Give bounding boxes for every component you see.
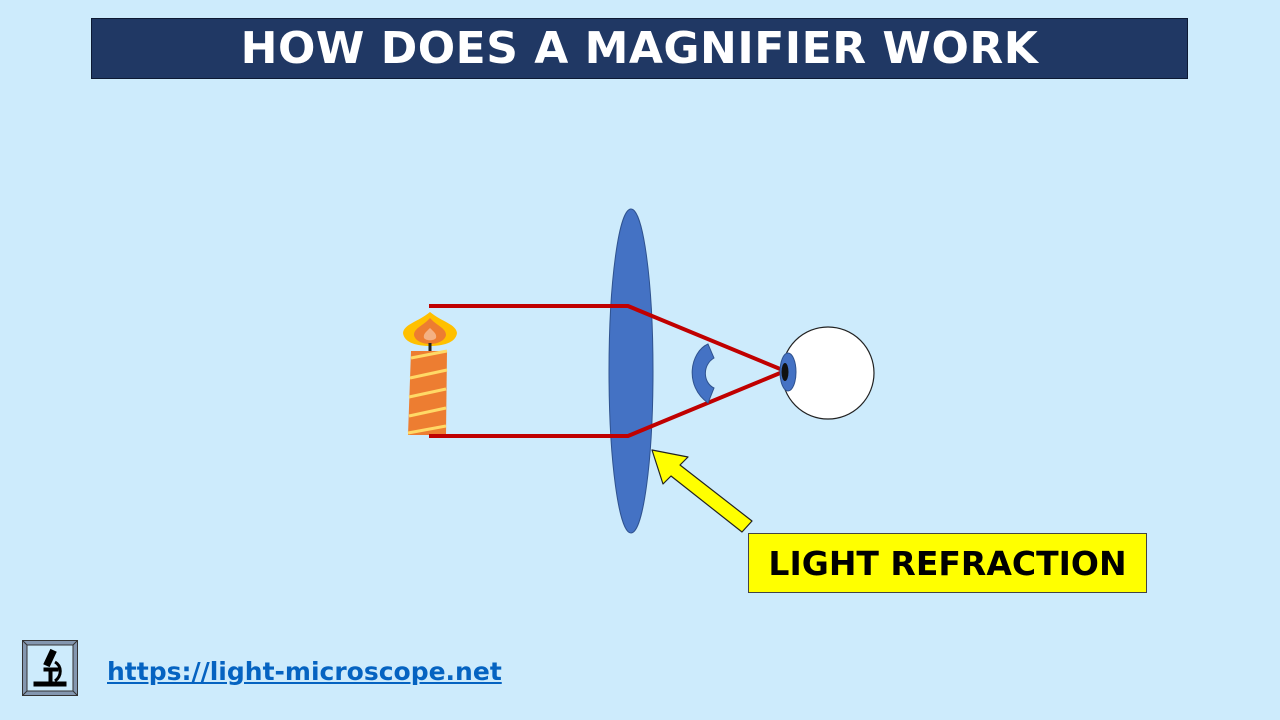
- magnifying-lens: [608, 208, 654, 534]
- virtual-image-icon: [691, 343, 715, 404]
- candle-icon: [403, 312, 457, 435]
- title-bar: HOW DOES A MAGNIFIER WORK: [91, 18, 1188, 79]
- site-url-link[interactable]: https://light-microscope.net: [107, 657, 502, 686]
- arrow-icon: [651, 449, 753, 533]
- eye-icon: [779, 326, 875, 420]
- light-rays: [429, 304, 786, 438]
- page-title: HOW DOES A MAGNIFIER WORK: [240, 23, 1039, 74]
- microscope-icon: [22, 640, 78, 696]
- callout-label: LIGHT REFRACTION: [768, 543, 1127, 583]
- light-refraction-callout: LIGHT REFRACTION: [748, 533, 1147, 593]
